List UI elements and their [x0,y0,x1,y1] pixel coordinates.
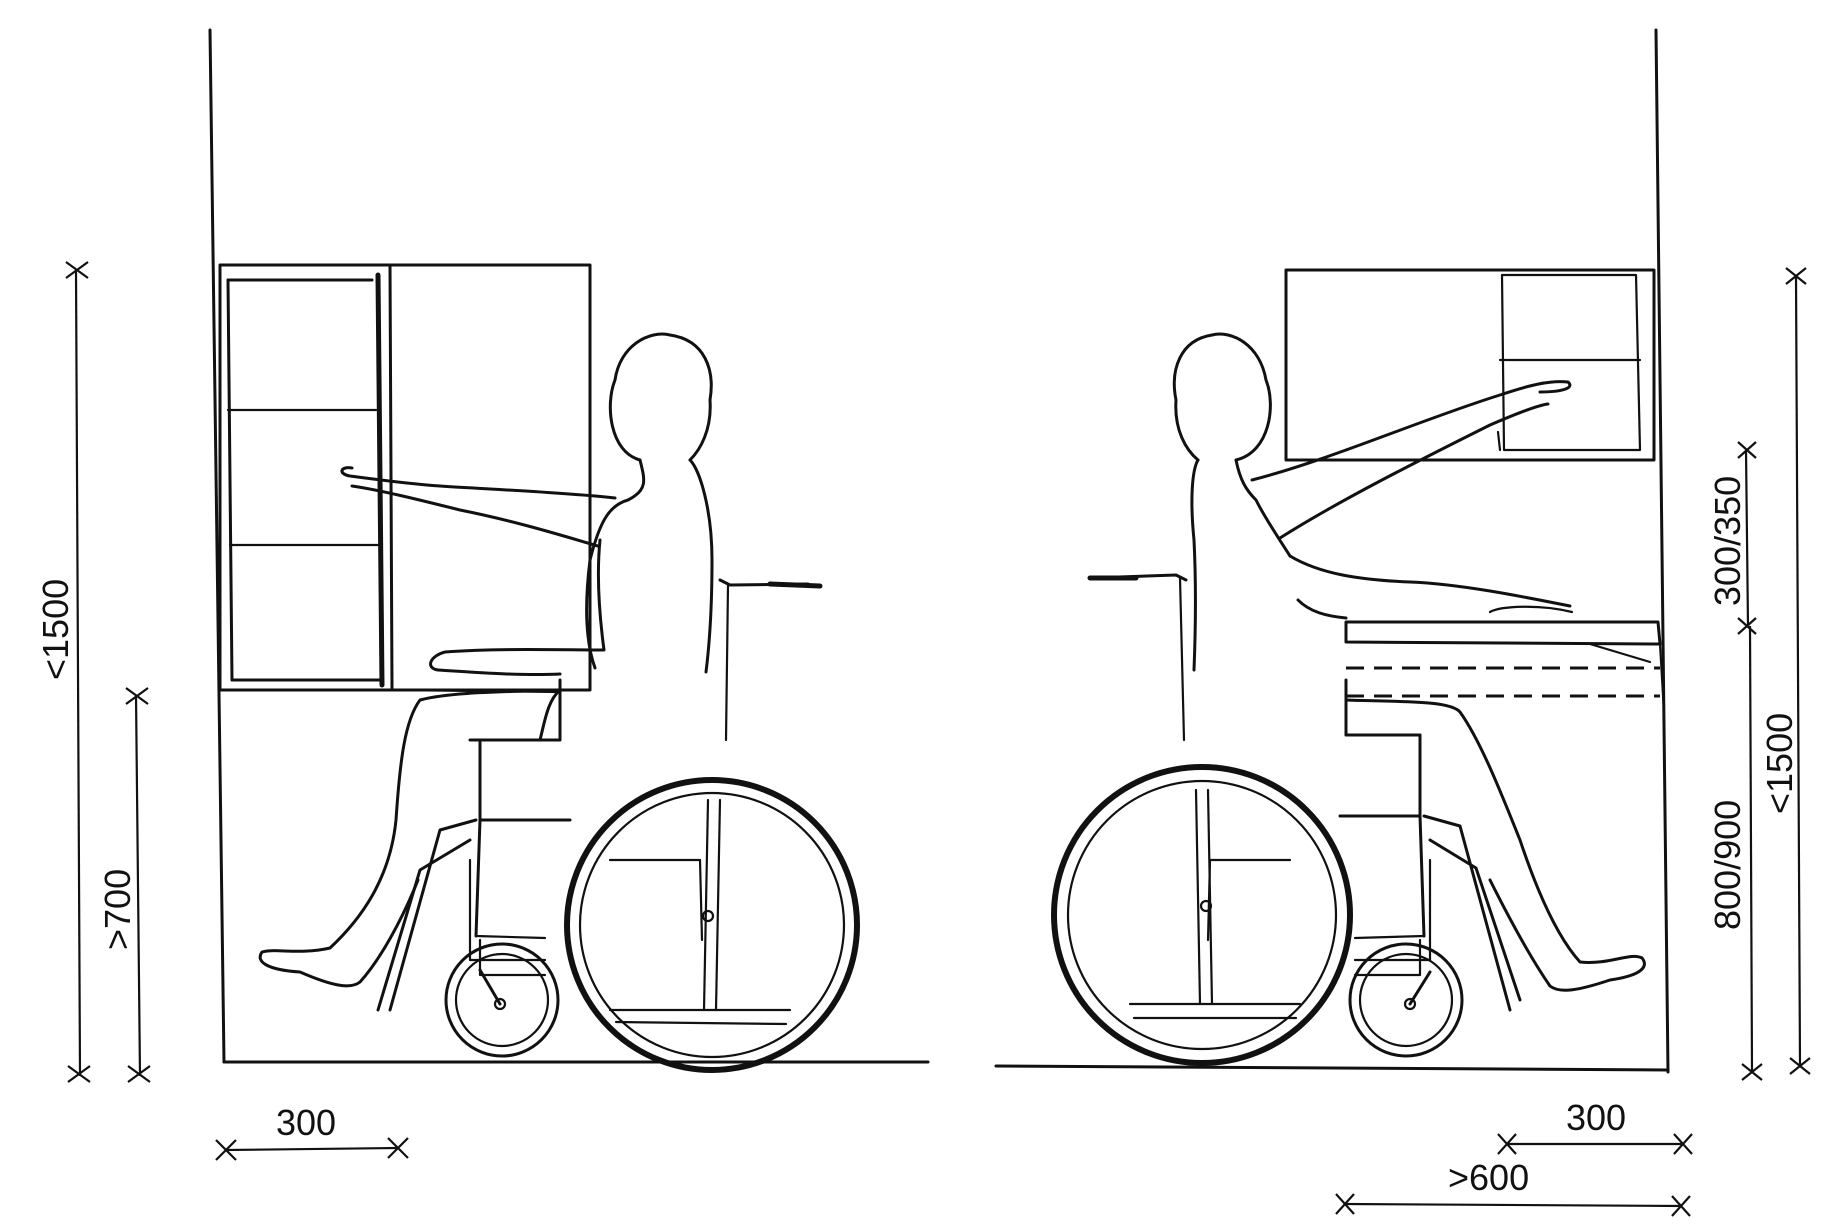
right-dim-counter-height: 800/900 [1707,800,1748,930]
left-wheelchair [376,578,860,1073]
right-panel: 300/350 800/900 <1500 300 >600 [994,28,1811,1217]
left-dim-lower-height: >700 [97,869,138,950]
right-dim-depth-small: 300 [1566,1097,1626,1138]
right-wheelchair [1051,573,1522,1066]
right-dimensions [1335,267,1811,1217]
left-dim-total-height: <1500 [35,579,76,680]
right-counter [1344,605,1666,714]
right-wall [1654,28,1670,1074]
left-seated-person [258,332,714,988]
right-floor [994,1064,1670,1072]
left-dimensions [65,261,409,1161]
right-dim-upper-gap: 300/350 [1707,476,1748,606]
left-wall [208,28,226,1064]
left-panel: <1500 >700 300 [35,28,930,1161]
right-seated-person [1172,332,1646,992]
right-wall-cabinet [1284,268,1656,462]
left-dim-depth: 300 [276,1102,336,1143]
right-dim-total-height: <1500 [1759,713,1800,814]
left-wall-cabinet [218,263,592,694]
right-dim-depth-large: >600 [1448,1157,1529,1198]
